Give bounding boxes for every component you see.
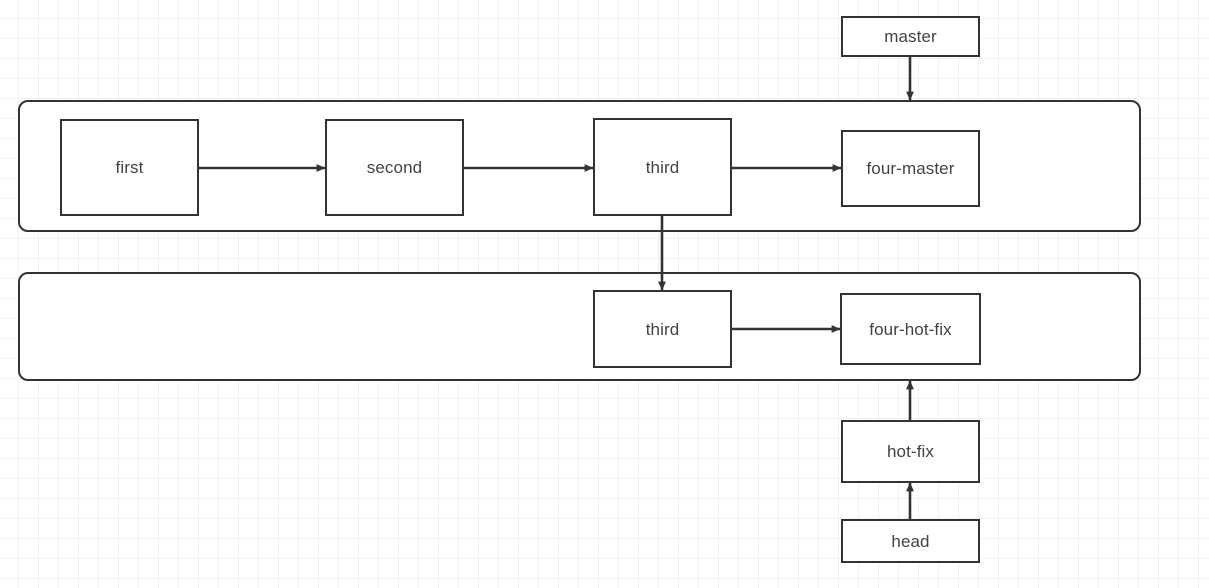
node-third-hotfix[interactable]: third bbox=[593, 290, 732, 368]
node-label-four-hot-fix: four-hot-fix bbox=[869, 319, 952, 339]
node-master[interactable]: master bbox=[841, 16, 980, 57]
node-first[interactable]: first bbox=[60, 119, 199, 216]
node-second[interactable]: second bbox=[325, 119, 464, 216]
node-four-master[interactable]: four-master bbox=[841, 130, 980, 207]
node-label-master: master bbox=[884, 27, 937, 46]
node-label-second: second bbox=[366, 158, 423, 177]
node-label-first: first bbox=[115, 158, 144, 177]
node-label-third-master: third bbox=[645, 157, 680, 177]
node-hot-fix[interactable]: hot-fix bbox=[841, 420, 980, 483]
node-label-third-hotfix: third bbox=[645, 319, 680, 339]
node-label-hot-fix: hot-fix bbox=[887, 442, 934, 461]
node-head[interactable]: head bbox=[841, 519, 980, 563]
node-four-hot-fix[interactable]: four-hot-fix bbox=[840, 293, 981, 365]
node-third-master[interactable]: third bbox=[593, 118, 732, 216]
node-label-head: head bbox=[891, 531, 930, 551]
node-label-four-master: four-master bbox=[866, 159, 955, 178]
